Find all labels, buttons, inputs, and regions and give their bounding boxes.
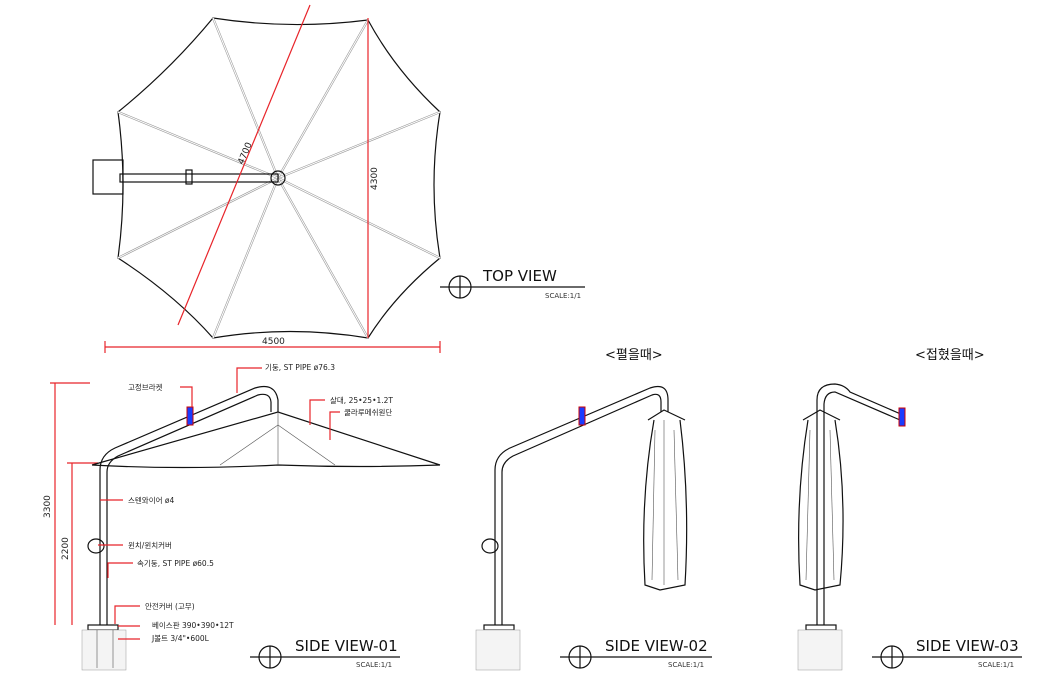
- label-post: 기둥, ST PIPE ø76.3: [265, 363, 335, 372]
- canopy-ribs: [117, 17, 441, 339]
- label-safety-cover: 안전커버 (고무): [145, 601, 195, 611]
- arm-pipe-folded: [816, 383, 904, 625]
- top-view-title: TOP VIEW: [482, 267, 557, 285]
- side-view-01-title: SIDE VIEW-01: [295, 637, 398, 655]
- side-view-02: <펼을때> SIDE VIEW-02 SCALE:1/1: [475, 348, 712, 671]
- side-view-01: 3300 2200 기둥, ST PIPE ø76.3 고정브라켓 살대, 25…: [43, 363, 441, 671]
- canopy-open: [91, 411, 441, 469]
- canopy-closed: [643, 409, 688, 591]
- label-inner-post: 속기둥, ST PIPE ø60.5: [137, 559, 214, 568]
- side-view-02-caption: <펼을때>: [605, 348, 663, 363]
- label-rib: 살대, 25•25•1.2T: [330, 396, 393, 405]
- dim-width: 4500: [262, 337, 285, 347]
- base-plate-top: [92, 159, 124, 195]
- label-fabric: 쿨라루메쉬원단: [344, 407, 392, 417]
- arm-top: [119, 173, 279, 183]
- hub: [270, 170, 286, 186]
- side-view-02-title: SIDE VIEW-02: [605, 637, 708, 655]
- dim-post: 2200: [61, 537, 71, 560]
- dim-diagonal-line: [177, 4, 311, 326]
- winch: [87, 538, 105, 554]
- top-view: 4700 4300 4500 TOP VIEW SCALE:1/1: [92, 4, 585, 353]
- label-wire: 스텐와이어 ø4: [128, 495, 174, 505]
- base-plate: [87, 624, 119, 631]
- top-view-scale: SCALE:1/1: [545, 292, 581, 300]
- side-view-02-scale: SCALE:1/1: [668, 661, 704, 669]
- label-j-bolt: J볼트 3/4"•600L: [151, 634, 210, 643]
- bracket-top: [185, 169, 193, 185]
- canopy-closed: [798, 409, 844, 591]
- dim-total: 3300: [43, 495, 53, 518]
- side-view-03-scale: SCALE:1/1: [978, 661, 1014, 669]
- label-base-plate: 베이스판 390•390•12T: [152, 620, 234, 630]
- dim-diagonal: 4700: [237, 141, 255, 166]
- label-bracket: 고정브라켓: [128, 382, 163, 392]
- dim-height: 4300: [370, 167, 380, 190]
- side-view-03-title: SIDE VIEW-03: [916, 637, 1019, 655]
- foundation: [81, 629, 127, 671]
- arm-pipe: [99, 385, 279, 625]
- side-view-03-caption: <접혔을때>: [915, 348, 985, 363]
- label-winch: 윈치/윈치커버: [128, 540, 172, 550]
- side-view-01-scale: SCALE:1/1: [356, 661, 392, 669]
- side-view-03: <접혔을때> SIDE VIEW-03 SCALE:1/1: [797, 348, 1022, 671]
- fixed-bracket: [186, 406, 194, 426]
